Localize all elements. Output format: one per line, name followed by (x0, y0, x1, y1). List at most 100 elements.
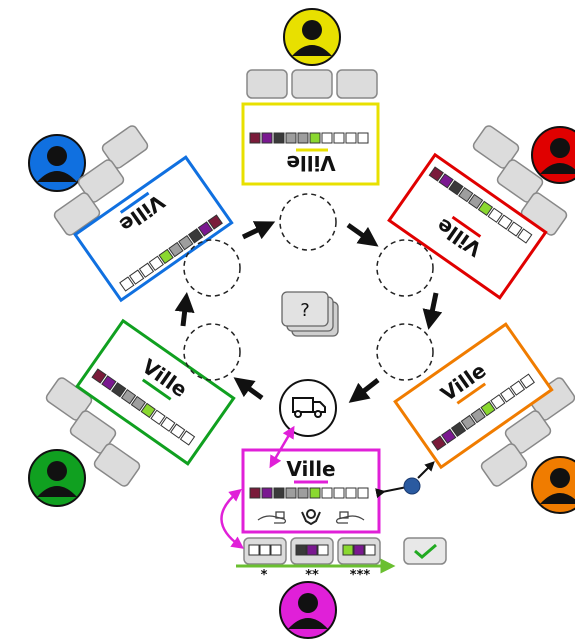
card-slots-red (472, 125, 568, 236)
track-square (261, 132, 273, 144)
question-mark-label: ? (300, 300, 310, 321)
rotation-arrows (174, 221, 443, 403)
color-track-magenta (249, 487, 369, 499)
color-track-blue (119, 214, 223, 292)
color-track-orange (431, 373, 535, 451)
track-square (187, 228, 204, 244)
track-square (207, 214, 223, 230)
track-square (148, 255, 164, 271)
track-square (450, 421, 467, 438)
track-square (160, 416, 176, 432)
track-square (120, 389, 137, 405)
track-square (321, 487, 333, 499)
track-square (111, 382, 127, 398)
player-avatar-orange (531, 456, 575, 514)
slot-circle (279, 193, 337, 251)
player-avatar-yellow (283, 8, 341, 66)
track-square (321, 132, 333, 144)
track-square (477, 200, 494, 217)
track-square (119, 276, 135, 292)
track-square (357, 487, 369, 499)
star-label-2: ** (305, 568, 319, 583)
track-square (158, 248, 174, 265)
star-label-3: *** (349, 568, 371, 583)
track-square (519, 373, 535, 389)
slot-circle (183, 323, 241, 381)
track-square (490, 394, 506, 410)
track-square (467, 193, 484, 210)
track-square (480, 401, 496, 417)
track-square (517, 228, 533, 244)
track-square (168, 241, 184, 258)
give-hand-icon (257, 511, 287, 524)
track-square (309, 487, 321, 499)
track-square (179, 430, 196, 446)
player-avatar-blue (28, 134, 86, 192)
track-square (138, 262, 155, 278)
slot-circle (183, 239, 241, 297)
checkmark-icon (403, 537, 447, 565)
star-label-1: * (260, 568, 268, 583)
city-label-yellow: Ville (286, 151, 335, 175)
track-square (431, 435, 447, 451)
track-square (357, 132, 369, 144)
mystery-card-stack: ? (281, 291, 339, 337)
raise-hands-icon (301, 509, 321, 526)
rotation-loop (183, 193, 434, 381)
track-square (297, 487, 309, 499)
track-square (499, 387, 516, 403)
track-square (170, 423, 186, 439)
track-square (509, 380, 526, 396)
track-square (130, 395, 147, 412)
city-label-magenta: Ville (286, 457, 335, 481)
player-card-orange: Ville (393, 322, 554, 470)
track-square (333, 132, 345, 144)
player-card-magenta: Ville (241, 448, 381, 534)
connector-node (375, 461, 435, 499)
color-track-green (91, 368, 196, 446)
pink-arrows (220, 425, 295, 549)
track-square (273, 487, 285, 499)
card-slots-orange (480, 377, 575, 487)
track-square (128, 269, 145, 285)
track-square (91, 368, 107, 384)
player-avatar-red (531, 126, 575, 184)
track-square (273, 132, 285, 144)
card-slots-green (45, 377, 141, 487)
track-square (460, 414, 476, 431)
track-square (285, 132, 297, 144)
track-square (297, 132, 309, 144)
player-avatar-magenta (279, 581, 337, 639)
track-square (178, 235, 194, 251)
track-square (441, 428, 457, 444)
track-square (470, 407, 486, 424)
slot-circle (376, 239, 434, 297)
track-square (345, 132, 357, 144)
player-card-blue: Ville (73, 155, 234, 303)
color-track-red (428, 166, 533, 244)
receive-hand-icon (335, 511, 365, 524)
track-square (150, 409, 166, 425)
track-square (507, 221, 523, 237)
track-square (285, 487, 297, 499)
card-slots-yellow (246, 69, 378, 99)
score-slots-magenta (236, 537, 396, 574)
track-square (101, 375, 117, 391)
player-card-red: Ville (387, 152, 548, 300)
track-square (428, 166, 444, 182)
player-card-green: Ville (75, 318, 236, 466)
track-square (448, 180, 464, 196)
delivery-truck-icon (279, 379, 337, 437)
slot-circle (376, 323, 434, 381)
card-slots-blue (53, 125, 149, 236)
track-square (309, 132, 321, 144)
track-square (249, 132, 261, 144)
track-square (197, 221, 214, 237)
track-square (438, 173, 454, 189)
color-track-yellow (249, 132, 369, 144)
player-avatar-green (28, 449, 86, 507)
track-square (261, 487, 273, 499)
track-square (140, 402, 156, 419)
track-square (487, 207, 503, 223)
track-square (458, 186, 474, 203)
